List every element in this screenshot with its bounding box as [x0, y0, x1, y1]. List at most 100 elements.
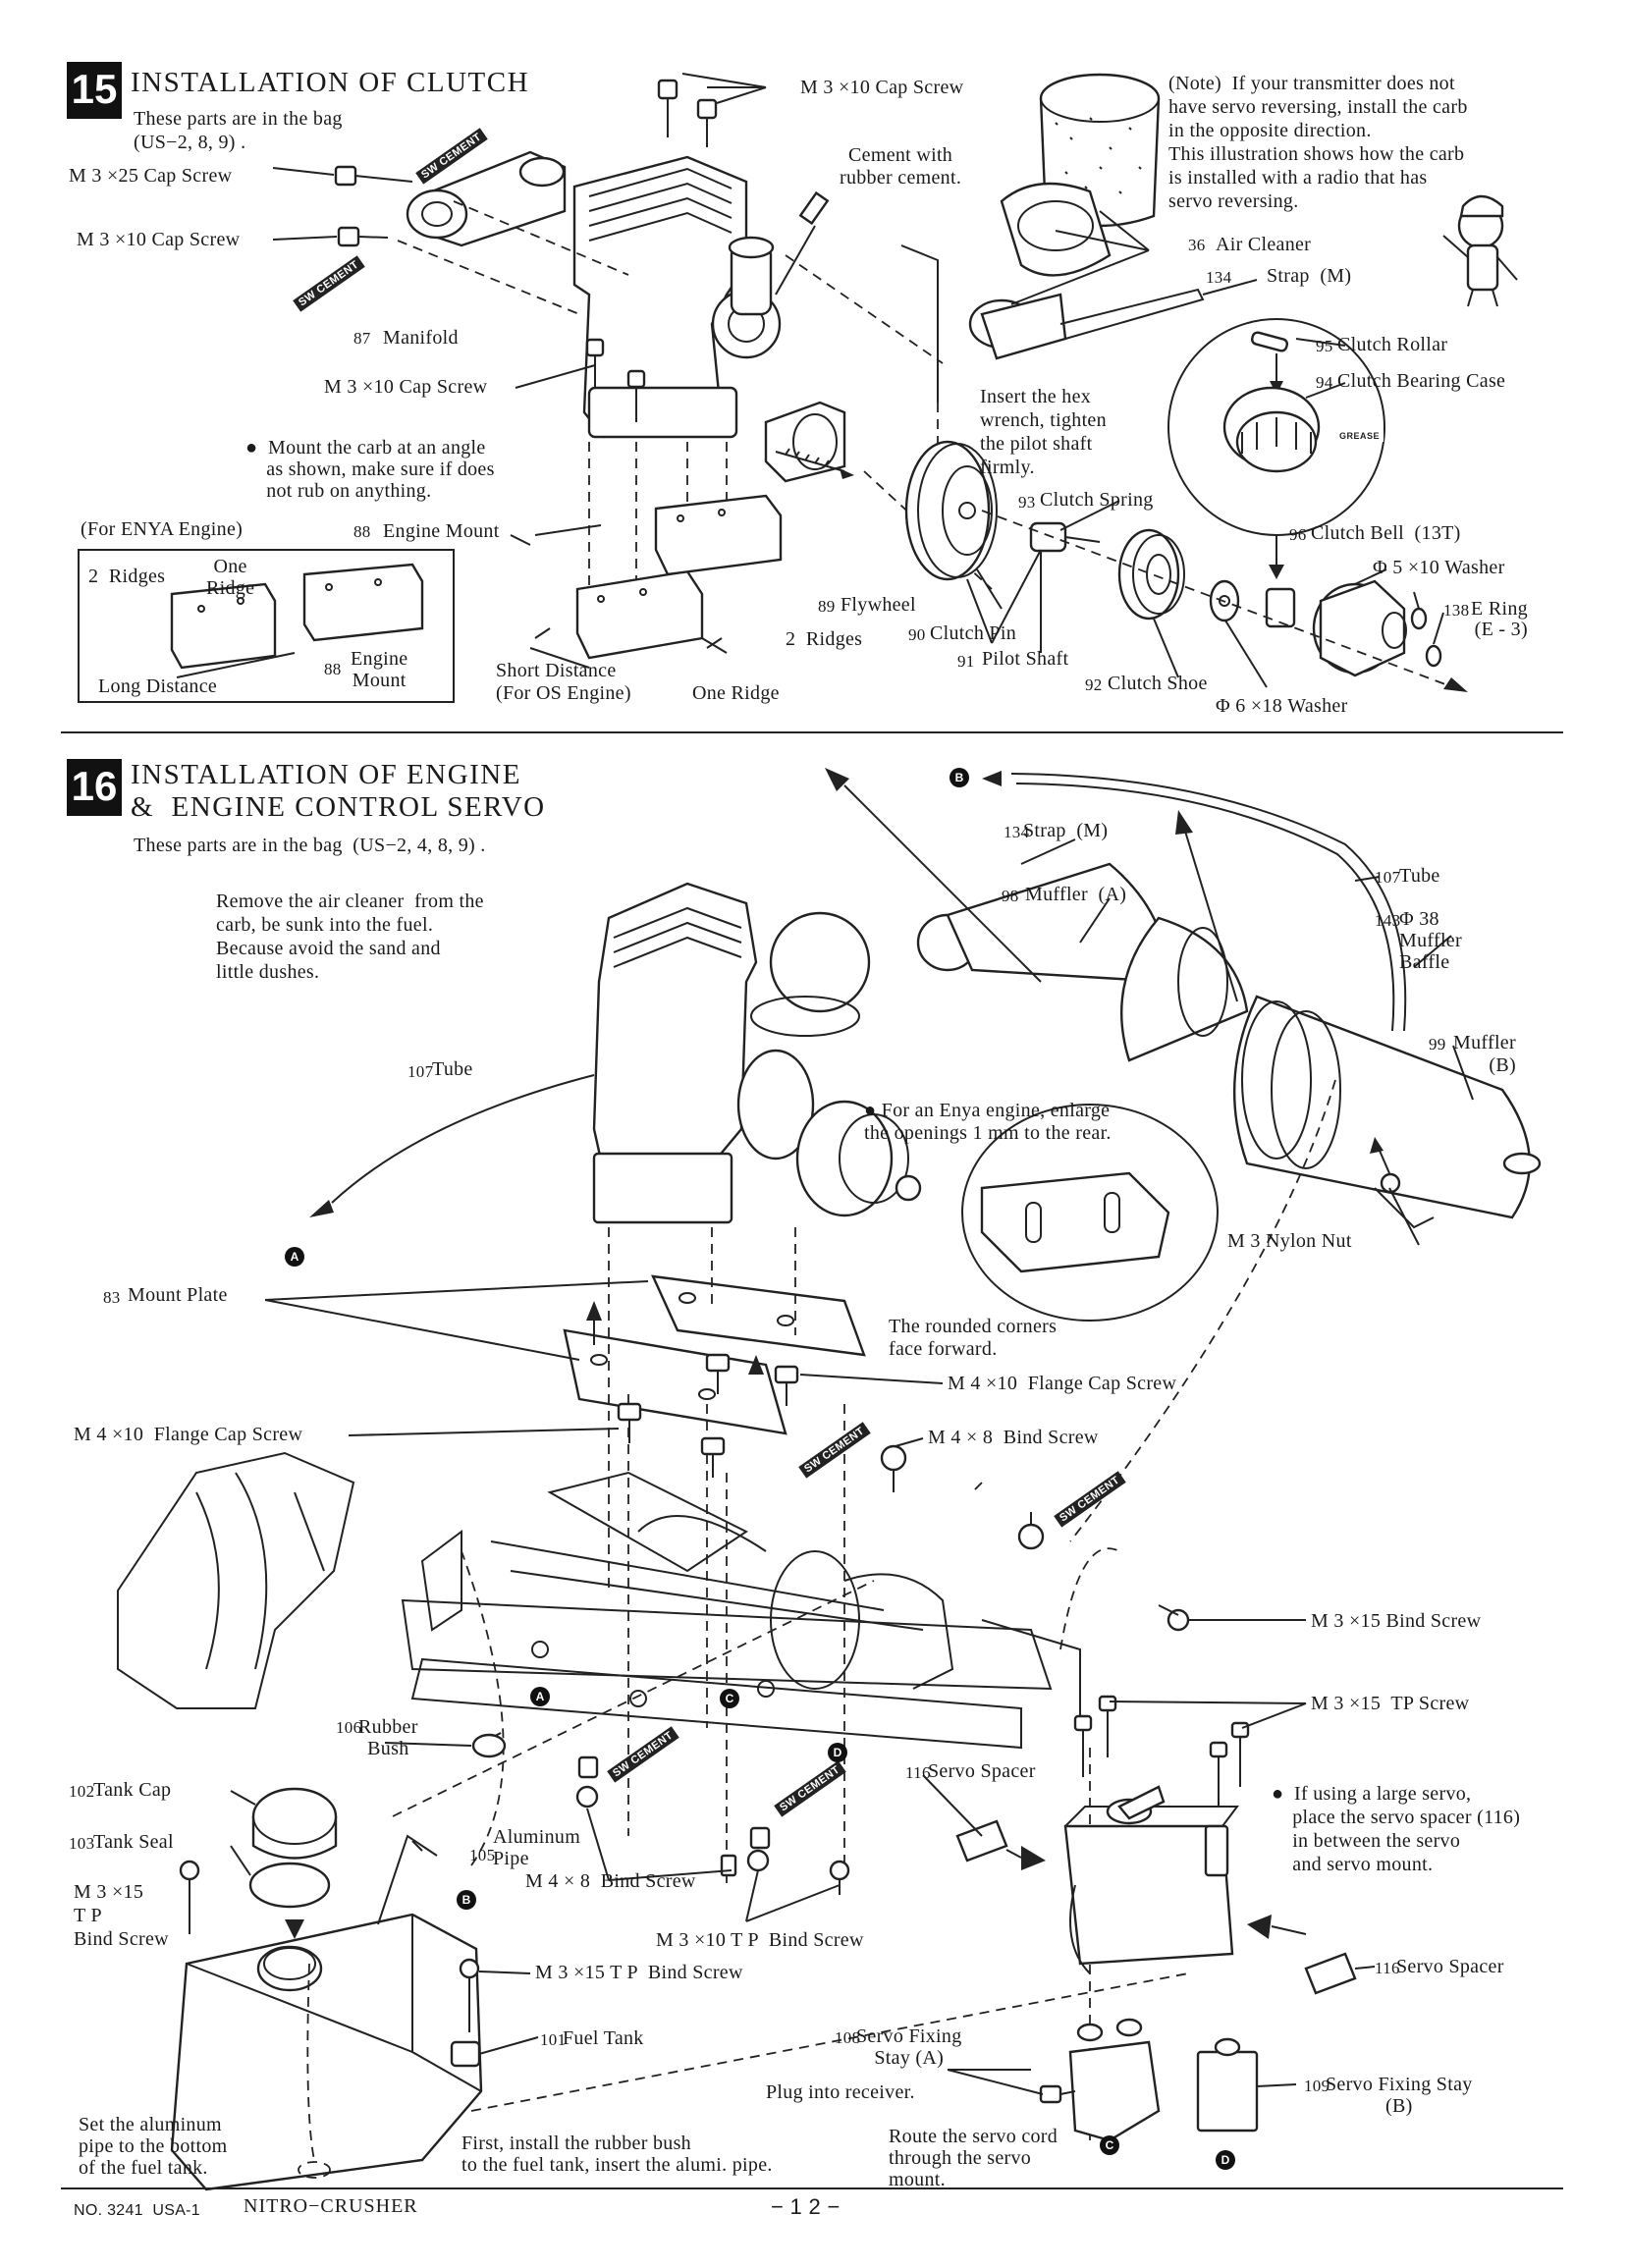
label-m4x8-bind-bottom: M 4 × 8 Bind Screw [525, 1870, 696, 1892]
part-no-manifold: 87 [353, 329, 371, 348]
muffler-drawing [916, 862, 1542, 1229]
carb-mount-note: ● Mount the carb at an angle as shown, m… [245, 437, 495, 502]
part-no-strap-16: 134 [1004, 823, 1030, 841]
label-muffler-a: Muffler (A) [1025, 884, 1127, 905]
first-install-note: First, install the rubber bush to the fu… [461, 2133, 773, 2176]
part-no-clutch-shoe: 92 [1085, 675, 1103, 694]
label-washer-6x18: Φ 6 ×18 Washer [1216, 695, 1348, 717]
label-tank-seal: Tank Seal [93, 1831, 174, 1853]
label-for-enya: (For ENYA Engine) [81, 518, 244, 540]
part-no-engine-mount-box: 88 [324, 660, 342, 678]
label-m4x10-flange-left: M 4 ×10 Flange Cap Screw [74, 1424, 303, 1445]
label-servo-fixing-a: Servo Fixing Stay (A) [856, 2025, 962, 2069]
label-short-distance: Short Distance (For OS Engine) [496, 660, 631, 704]
label-clutch-pin: Clutch Pin [930, 622, 1017, 644]
label-mount-plate: Mount Plate [128, 1284, 228, 1306]
manifold-drawing [406, 150, 567, 247]
large-servo-note: ● If using a large servo, place the serv… [1272, 1783, 1521, 1875]
label-m3x10-tp-bind: M 3 ×10 T P Bind Screw [656, 1929, 864, 1951]
servo-stays [1039, 2018, 1259, 2142]
leaders-15 [272, 73, 1444, 688]
flywheel-15 [904, 440, 998, 581]
part-no-tank-cap: 102 [69, 1782, 95, 1801]
step-15-bag-line1: These parts are in the bag [134, 108, 343, 130]
label-tube-left: Tube [432, 1058, 473, 1080]
mark-b-tank: B [457, 1890, 476, 1910]
label-engine-mount-box: Engine Mount [351, 648, 408, 691]
label-strap-m-16: Strap (M) [1023, 820, 1109, 841]
mascot-drawing [1442, 194, 1518, 307]
label-one-ridge-enya: One Ridge [206, 556, 255, 599]
label-two-ridges-enya: 2 Ridges [88, 566, 166, 587]
label-strap-m: Strap (M) [1267, 265, 1352, 287]
servo-drawing [1063, 1785, 1239, 1974]
label-m3x25-cap-screw: M 3 ×25 Cap Screw [69, 165, 233, 187]
label-m4x8-bind-top: M 4 × 8 Bind Screw [928, 1427, 1099, 1448]
mark-c-chassis: C [720, 1689, 739, 1708]
engine-drawing-15 [572, 79, 846, 483]
label-nylon-nut: M 3 Nylon Nut [1227, 1230, 1352, 1252]
label-clutch-bell: Clutch Bell (13T) [1311, 522, 1461, 544]
mark-a-bush: A [530, 1687, 550, 1706]
part-no-air-cleaner: 36 [1188, 236, 1206, 254]
label-servo-spacer-top: Servo Spacer [928, 1760, 1036, 1782]
screws-left [334, 165, 413, 247]
part-no-aluminum-pipe: 105 [469, 1846, 496, 1864]
label-m3x10-cap-screw-top: M 3 ×10 Cap Screw [800, 77, 964, 98]
step-16-title-line1: INSTALLATION OF ENGINE [131, 759, 521, 790]
part-no-clutch-bell: 96 [1289, 525, 1307, 544]
footer-code: NO. 3241 USA-1 [74, 2202, 200, 2219]
mark-a-left: A [285, 1247, 304, 1267]
enya-enlarge-note: ● For an Enya engine, enlarge the openin… [864, 1100, 1112, 1144]
part-no-strap: 134 [1206, 268, 1232, 287]
part-no-servo-fixing-b: 109 [1304, 2077, 1330, 2095]
label-one-ridge: One Ridge [692, 682, 780, 704]
label-fuel-tank: Fuel Tank [563, 2027, 644, 2049]
part-no-rubber-bush: 106 [336, 1718, 362, 1737]
page-number: − 1 2 − [771, 2194, 841, 2219]
part-no-clutch-pin: 90 [908, 625, 926, 644]
part-no-mount-plate: 83 [103, 1288, 121, 1307]
tank-screws [179, 1755, 850, 2032]
air-cleaner-remove-note: Remove the air cleaner from the carb, be… [216, 891, 484, 983]
label-m3x15-bind-screw: M 3 ×15 Bind Screw [1311, 1610, 1482, 1632]
hex-wrench-note: Insert the hex wrench, tighten the pilot… [980, 386, 1107, 478]
mark-d-servo: D [1216, 2150, 1235, 2170]
label-m4x10-flange-right: M 4 ×10 Flange Cap Screw [948, 1373, 1177, 1394]
label-servo-spacer-right: Servo Spacer [1396, 1956, 1504, 1977]
label-tube-top: Tube [1399, 865, 1440, 887]
grease-badge: GREASE [1335, 430, 1384, 442]
step-15-number: 15 [67, 62, 122, 119]
clutch-roller-zoom [1167, 318, 1385, 579]
label-aluminum-pipe: Aluminum Pipe [493, 1826, 581, 1869]
label-clutch-bearing-case: Clutch Bearing Case [1337, 370, 1506, 392]
engine-mounts-15 [529, 494, 783, 669]
part-no-flywheel: 89 [818, 597, 836, 616]
part-no-engine-mount: 88 [353, 522, 371, 541]
footer-divider [61, 2187, 1563, 2189]
enya-zoom [961, 1104, 1219, 1322]
part-no-tube-left: 107 [407, 1062, 434, 1081]
part-no-muffler-b: 99 [1429, 1035, 1446, 1053]
flange-screws [617, 1353, 1190, 1632]
servo-spacer-right [1304, 1952, 1357, 1995]
part-no-servo-spacer-top: 116 [905, 1763, 931, 1782]
enya-mounts [170, 563, 424, 678]
route-servo-cord-note: Route the servo cord through the servo m… [889, 2126, 1058, 2190]
mark-b-top: B [950, 768, 969, 787]
label-clutch-shoe: Clutch Shoe [1108, 673, 1208, 694]
label-plug-into-receiver: Plug into receiver. [766, 2081, 915, 2103]
part-no-muffler-baffle: 143 [1375, 911, 1401, 930]
guide-lines-16 [392, 1079, 1336, 2140]
step-16-title-line2: & ENGINE CONTROL SERVO [131, 791, 546, 823]
label-rubber-bush: Rubber Bush [358, 1716, 418, 1759]
label-m3x15-tp-bind-left: M 3 ×15 T P Bind Screw [74, 1881, 169, 1950]
label-washer-5x10: Φ 5 ×10 Washer [1373, 557, 1505, 578]
label-air-cleaner: Air Cleaner [1216, 234, 1312, 255]
mark-d-chassis: D [828, 1743, 847, 1762]
clutch-parts-15 [1029, 521, 1442, 677]
label-m3x10-cap-screw-left: M 3 ×10 Cap Screw [77, 229, 241, 250]
part-no-tank-seal: 103 [69, 1834, 95, 1853]
part-no-e-ring: 138 [1443, 601, 1470, 620]
